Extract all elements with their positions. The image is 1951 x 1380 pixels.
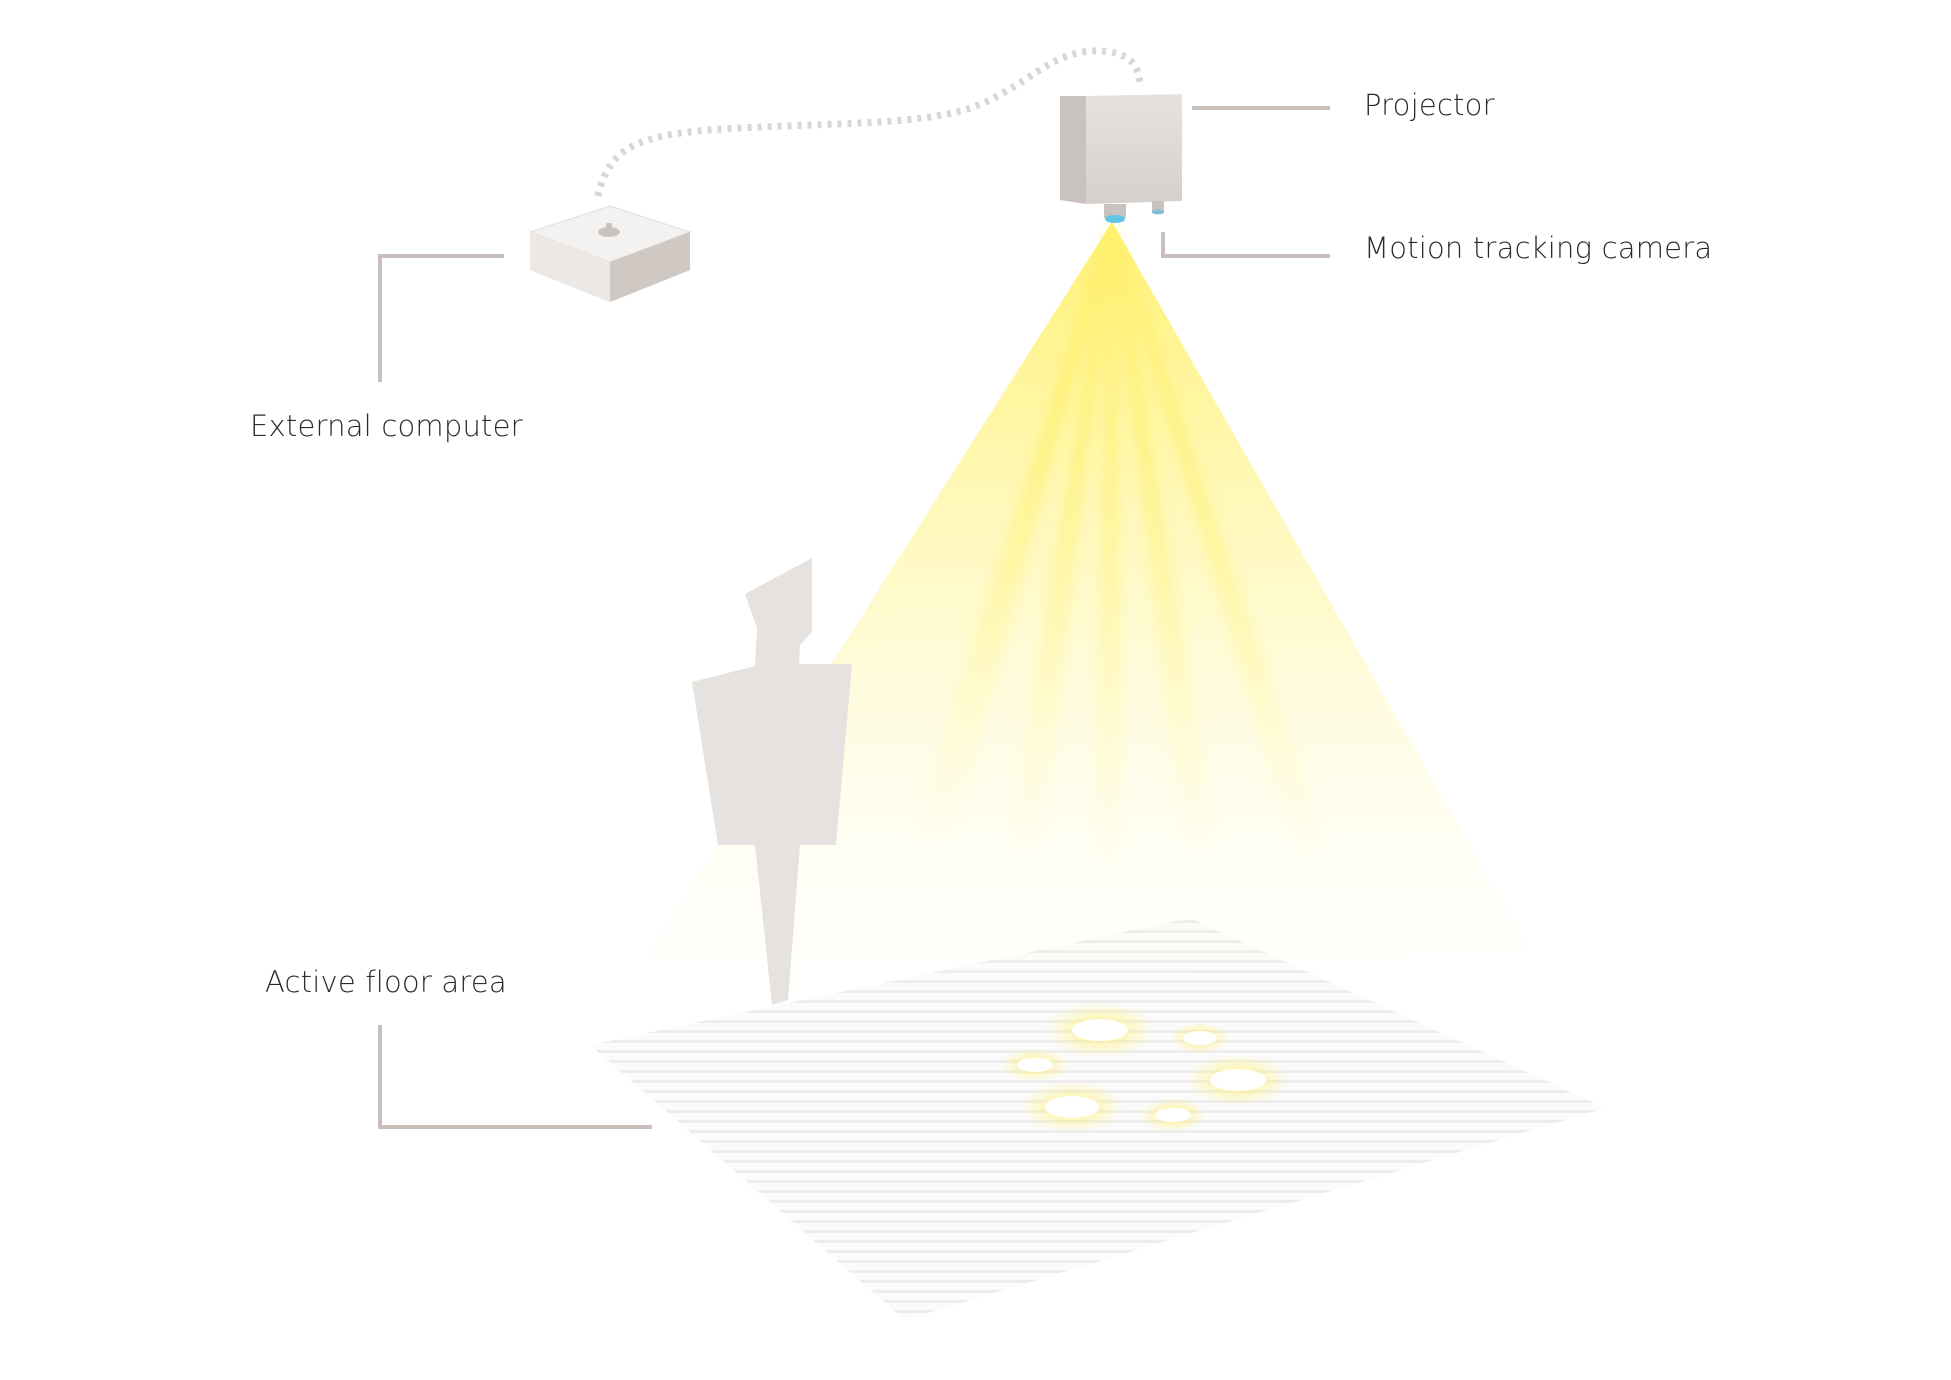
computer-leader-line <box>378 254 504 382</box>
motion-camera-label: Motion tracking camera <box>1364 231 1713 265</box>
cable-icon <box>594 47 1144 197</box>
camera-leader-line <box>1161 232 1330 258</box>
person-icon <box>692 558 852 1005</box>
external-computer-label: External computer <box>250 409 523 443</box>
floor-leader-line <box>378 1025 652 1129</box>
computer-icon <box>528 205 692 302</box>
light-beam-icon <box>612 222 1530 1010</box>
camera-icon <box>1152 201 1164 215</box>
projector-icon <box>1060 94 1182 223</box>
leader-lines <box>378 106 1330 1129</box>
floor-area-label: Active floor area <box>265 965 507 999</box>
projector-label: Projector <box>1364 88 1495 122</box>
floor-spots <box>1001 1002 1290 1133</box>
